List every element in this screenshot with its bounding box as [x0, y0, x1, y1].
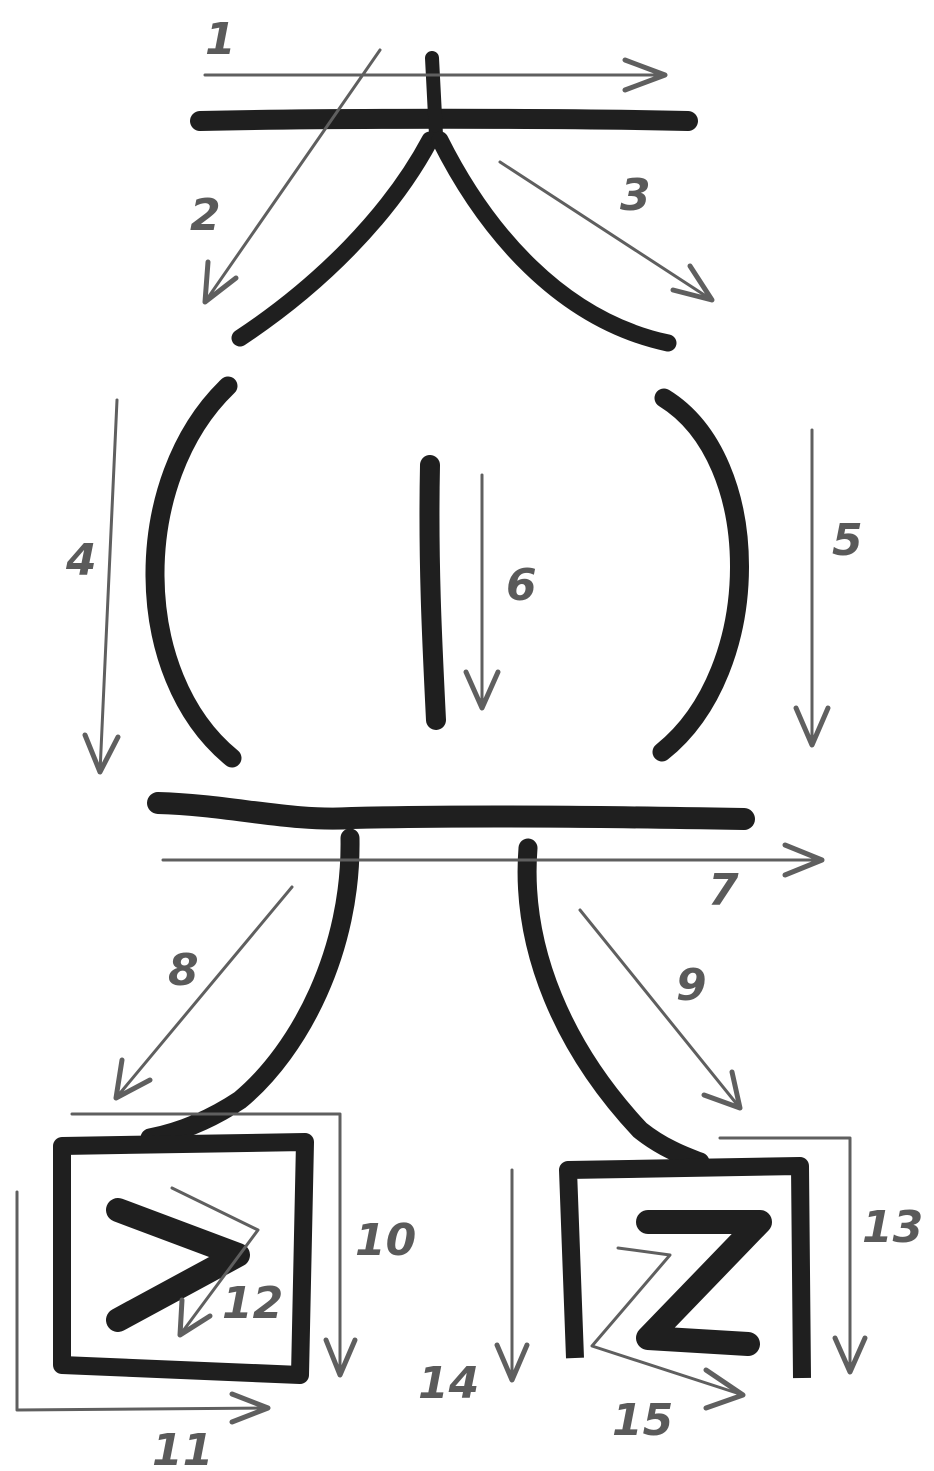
stroke-middle-vertical: [429, 465, 436, 720]
stroke-top-horizontal: [200, 119, 688, 121]
label-6: 6: [506, 560, 537, 611]
label-4: 4: [65, 535, 97, 586]
label-1: 1: [205, 14, 236, 65]
stroke-bottom-horizontal: [158, 803, 744, 819]
label-7: 7: [708, 865, 739, 916]
label-5: 5: [832, 515, 863, 566]
stroke-right-curve: [662, 398, 740, 752]
label-14: 14: [418, 1358, 479, 1409]
label-12: 12: [222, 1278, 283, 1329]
stroke-greater-than: [118, 1210, 238, 1320]
label-15: 15: [612, 1395, 673, 1446]
arrow-4: [100, 400, 117, 772]
label-8: 8: [168, 945, 199, 996]
label-11: 11: [152, 1425, 213, 1471]
stroke-left-falling: [240, 140, 430, 338]
stroke-left-curve: [155, 386, 232, 758]
label-9: 9: [676, 960, 707, 1011]
label-3: 3: [620, 170, 651, 221]
label-13: 13: [862, 1202, 923, 1253]
label-2: 2: [190, 190, 221, 241]
stroke-z-mark: [648, 1222, 760, 1344]
stroke-top-spike: [432, 58, 436, 135]
stroke-left-box: [62, 1142, 305, 1375]
stroke-right-leg: [527, 848, 700, 1162]
character-strokes: [62, 58, 802, 1378]
arrow-2: [205, 50, 380, 302]
label-10: 10: [355, 1215, 416, 1266]
